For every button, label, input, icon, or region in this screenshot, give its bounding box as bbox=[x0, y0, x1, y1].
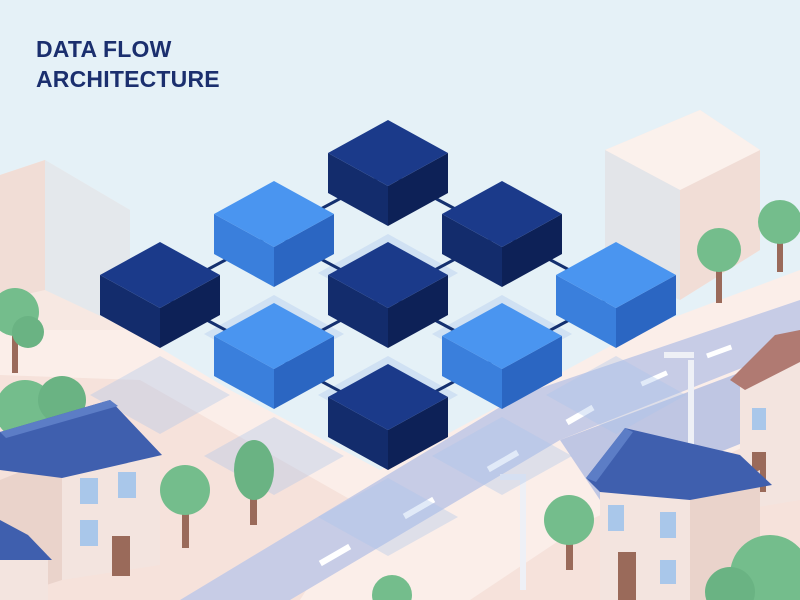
block-bottom bbox=[328, 364, 448, 470]
platform-tile bbox=[318, 478, 458, 556]
block-upper-left bbox=[214, 181, 334, 287]
block-top-face bbox=[214, 181, 334, 247]
diagram-blocks bbox=[100, 120, 676, 470]
block-top-face bbox=[442, 181, 562, 247]
block-right-face bbox=[274, 214, 334, 287]
block-top-face bbox=[100, 242, 220, 308]
block-left-face bbox=[328, 275, 388, 348]
platform-tile bbox=[90, 356, 230, 434]
road-markings bbox=[318, 344, 733, 567]
block-left-face bbox=[214, 336, 274, 409]
block-left-face bbox=[214, 214, 274, 287]
tree-right-1 bbox=[697, 228, 741, 303]
platform-tile bbox=[546, 356, 686, 434]
block-right-face bbox=[388, 397, 448, 470]
street-lamp-center bbox=[500, 474, 526, 590]
title-line-2: ARCHITECTURE bbox=[36, 66, 220, 92]
block-top-face bbox=[328, 120, 448, 186]
tree-left-top bbox=[0, 288, 44, 373]
block-top-face bbox=[442, 303, 562, 369]
tree-road-left-2 bbox=[234, 440, 274, 525]
house-left bbox=[0, 400, 162, 600]
block-left-face bbox=[442, 214, 502, 287]
block-top-face bbox=[214, 303, 334, 369]
block-lower-right bbox=[442, 303, 562, 409]
block-top-face bbox=[328, 242, 448, 308]
block-left-face bbox=[556, 275, 616, 348]
block-left-face bbox=[442, 336, 502, 409]
block-right-face bbox=[274, 336, 334, 409]
block-left-face bbox=[328, 397, 388, 470]
platform-tile bbox=[432, 417, 572, 495]
tree-road-left-1 bbox=[160, 465, 210, 548]
block-far-right bbox=[556, 242, 676, 348]
block-top-face bbox=[556, 242, 676, 308]
block-right-face bbox=[160, 275, 220, 348]
block-left-face bbox=[328, 153, 388, 226]
block-top bbox=[328, 120, 448, 226]
street-lamp-right bbox=[664, 352, 694, 450]
block-center bbox=[328, 242, 448, 348]
block-upper-right bbox=[442, 181, 562, 287]
block-right-face bbox=[616, 275, 676, 348]
title-line-1: DATA FLOW bbox=[36, 36, 172, 62]
page-title: DATA FLOW ARCHITECTURE bbox=[36, 34, 220, 94]
block-right-face bbox=[388, 153, 448, 226]
block-left-face bbox=[100, 275, 160, 348]
tree-road-bottom bbox=[372, 575, 412, 600]
tree-right-2 bbox=[758, 200, 800, 272]
block-right-face bbox=[388, 275, 448, 348]
block-far-left bbox=[100, 242, 220, 348]
tree-right-front bbox=[544, 495, 594, 570]
bush-right-bottom bbox=[705, 535, 800, 600]
house-left-small bbox=[0, 520, 52, 600]
block-right-face bbox=[502, 214, 562, 287]
road-main bbox=[180, 300, 800, 600]
block-lower-left bbox=[214, 303, 334, 409]
block-right-face bbox=[502, 336, 562, 409]
block-top-face bbox=[328, 364, 448, 430]
